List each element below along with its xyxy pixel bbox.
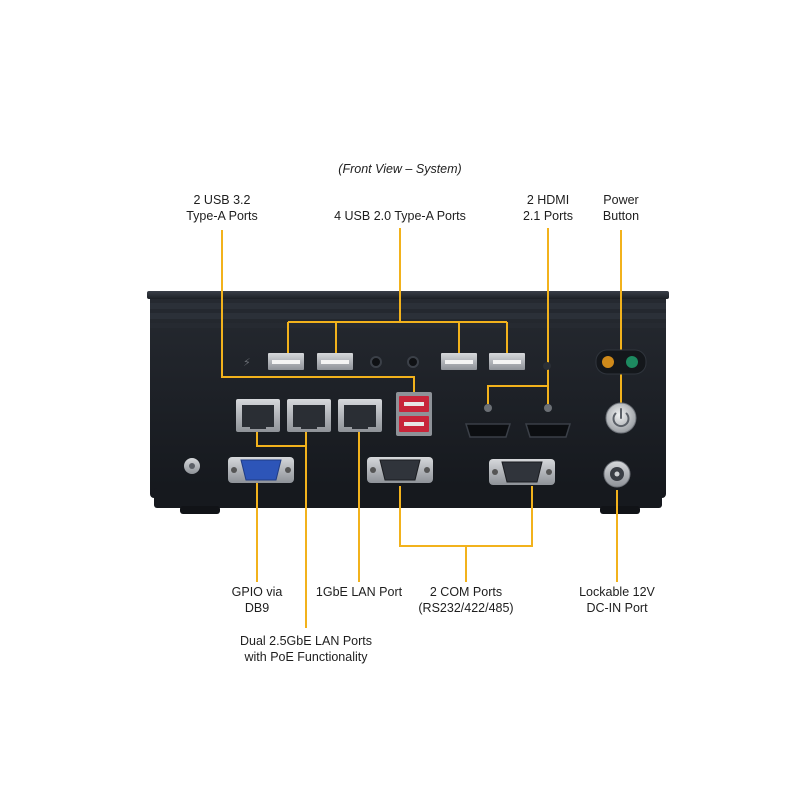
dcin-callout-line2: DC-IN Port: [586, 600, 648, 615]
gpio-callout-line1: GPIO via: [231, 585, 283, 599]
diagram-caption: (Front View – System): [338, 162, 462, 176]
audio-jack-icon: [370, 356, 382, 368]
usb32-callout-line1: 2 USB 3.2: [193, 193, 251, 207]
com-port-2: [489, 459, 555, 485]
lan1g-callout: 1GbE LAN Port: [304, 585, 414, 601]
hdmi-port-1: [464, 404, 512, 438]
usb-3.2-ports: [396, 392, 432, 436]
usb-type-a-port-2: [317, 353, 353, 370]
lan1g-callout-line1: 1GbE LAN Port: [315, 585, 403, 599]
lan-port-2.5gbe-1: [236, 399, 280, 432]
dcin-callout: Lockable 12V DC-IN Port: [567, 585, 667, 616]
hdmi-port-2: [524, 404, 572, 438]
usb-type-a-port-1: [268, 353, 304, 370]
power-icon: [612, 408, 630, 428]
com-callout: 2 COM Ports (RS232/422/485): [406, 585, 526, 616]
usb20-callout: 4 USB 2.0 Type-A Ports: [320, 209, 480, 225]
leader-lines: [221, 228, 622, 628]
usb-type-a-port-3: [441, 353, 477, 370]
usb32-callout-line2: Type-A Ports: [186, 208, 258, 223]
lan-port-2.5gbe-2: [287, 399, 331, 432]
power-callout-line2: Button: [602, 208, 640, 223]
power-button[interactable]: [605, 402, 637, 434]
lan25-callout: Dual 2.5GbE LAN Ports with PoE Functiona…: [226, 634, 386, 665]
com-port-1: [367, 457, 433, 483]
usb-type-a-port-4: [489, 353, 525, 370]
power-callout: Power Button: [581, 193, 661, 224]
usb-logo-icon: ⚡: [243, 356, 251, 369]
gpio-callout-line2: DB9: [244, 600, 270, 615]
hdmi-callout: 2 HDMI 2.1 Ports: [503, 193, 593, 224]
ground-screw-icon: [184, 458, 200, 474]
lan25-callout-line2: with PoE Functionality: [244, 649, 368, 664]
dcin-callout-line1: Lockable 12V: [579, 585, 655, 599]
audio-jack-icon: [407, 356, 419, 368]
com-callout-line1: 2 COM Ports: [429, 585, 503, 599]
gpio-callout: GPIO via DB9: [217, 585, 297, 616]
power-callout-line1: Power: [603, 193, 639, 207]
dc-in-port: [603, 460, 631, 488]
hdmi-callout-line2: 2.1 Ports: [522, 208, 574, 223]
com-callout-line2: (RS232/422/485): [418, 600, 514, 615]
indicator-icon: [543, 362, 551, 370]
usb32-callout: 2 USB 3.2 Type-A Ports: [162, 193, 282, 224]
lan-port-1gbe: [338, 399, 382, 432]
hdmi-callout-line1: 2 HDMI: [526, 193, 570, 207]
gpio-db9-port: [228, 457, 294, 483]
lan25-callout-line1: Dual 2.5GbE LAN Ports: [239, 634, 372, 648]
status-led-panel: [595, 349, 647, 375]
usb20-callout-line1: 4 USB 2.0 Type-A Ports: [334, 209, 466, 223]
